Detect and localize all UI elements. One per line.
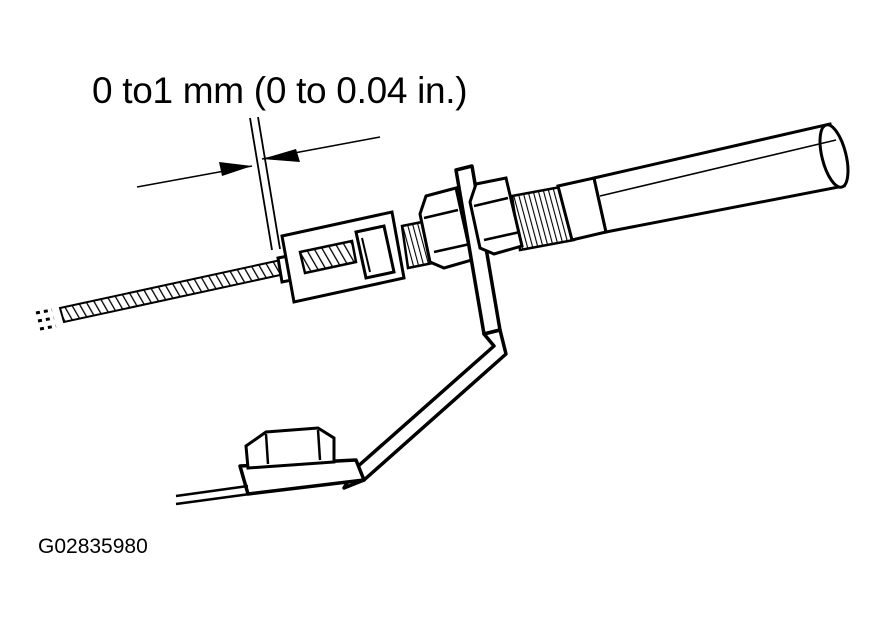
braided-cable [35,256,296,331]
cable-end-fitting [276,210,406,304]
lock-nut-rear [468,176,524,256]
lock-nut-front [418,186,474,270]
cable-housing [556,122,850,242]
figure-id-label: G02835980 [38,535,148,558]
clearance-dimension-label: 0 to1 mm (0 to 0.04 in.) [92,70,468,111]
bracket-bolt-head [244,426,336,470]
dimension-arrows [136,116,381,251]
